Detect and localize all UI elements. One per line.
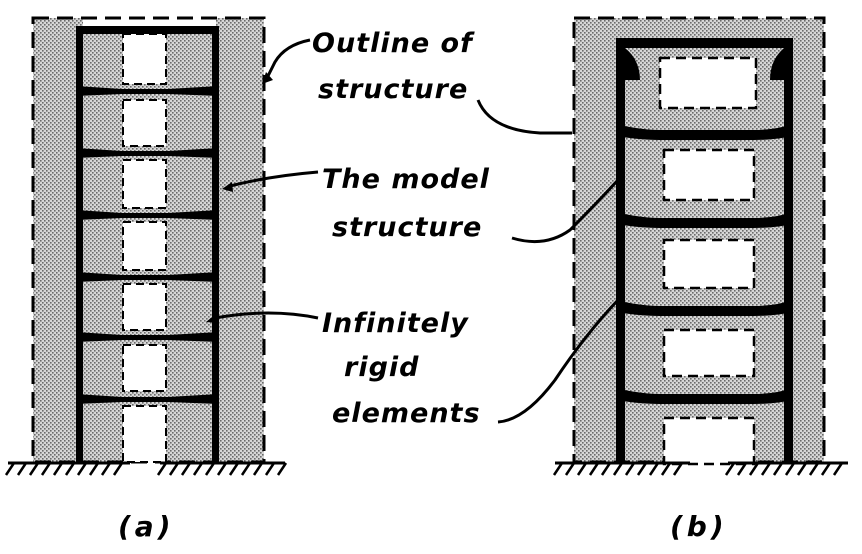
figure-b-model-beam [616, 300, 793, 316]
figure-b-ground-left [552, 461, 690, 476]
figure-a-model-beam [76, 26, 219, 34]
figure-b-opening [662, 238, 756, 290]
figure-b-model-beam [616, 38, 793, 48]
figure-a-outline [31, 16, 266, 464]
figure-b-model-beam [616, 124, 793, 140]
figure-a-opening [122, 344, 167, 392]
figure-b-model-column-left [616, 38, 625, 462]
label-rigid-line1: Infinitely [322, 308, 469, 339]
arrowhead [206, 313, 219, 323]
arrowhead [262, 72, 273, 84]
figure-a-inner-right-column [168, 30, 216, 462]
figure-b-model-beam [616, 388, 793, 404]
figure-a-ground-left [4, 461, 130, 476]
figure-a-model-beams [76, 86, 219, 404]
figure-b-opening [658, 56, 758, 110]
figure-a-model-beam [76, 394, 219, 404]
figure-a-opening [122, 99, 167, 147]
label-model-line2: structure [332, 212, 482, 243]
label-outline-line2: structure [318, 74, 468, 105]
leader-outline-a [265, 38, 311, 79]
figure-a-right-wall [216, 18, 264, 462]
figure-a-opening [122, 283, 167, 331]
figure-a-opening [122, 405, 167, 463]
figure-b-opening [662, 328, 756, 378]
figure-b-model-beam [616, 212, 793, 228]
figure-a-ground-right [156, 461, 288, 476]
leader-lines [214, 38, 620, 424]
figure-a-opening [122, 221, 167, 271]
figure-b: (b) [552, 16, 848, 543]
figure-a-opening [122, 159, 167, 209]
figure-a-model-beam [76, 332, 219, 342]
label-rigid-line2: rigid [344, 352, 419, 383]
figure-a-model-column-right [212, 26, 219, 462]
figure-a-caption: (a) [118, 510, 175, 543]
figure-a-model-beam [76, 210, 219, 220]
label-rigid-line3: elements [332, 398, 481, 429]
leader-model-b [511, 178, 620, 244]
figure-b-openings [658, 56, 758, 466]
leader-rigid-a [214, 311, 319, 320]
figure-a-model-beam [76, 148, 219, 158]
figure-b-rigid-joint [770, 48, 784, 80]
label-outline-line1: Outline of [312, 28, 475, 59]
figure-a-inner-left-column [83, 30, 121, 462]
arrowhead [222, 182, 233, 192]
figure-a-model-beam [76, 86, 219, 96]
leader-rigid-b [497, 298, 620, 424]
figure-b-rigid-joint [625, 48, 640, 80]
figure-b-opening [662, 148, 756, 202]
figure-a-left-wall [33, 18, 83, 462]
figure-b-model-beams [616, 124, 793, 404]
label-model-line1: The model [322, 164, 490, 195]
figure-a-model-column-left [76, 26, 83, 462]
figure-b-model-column-right [784, 38, 793, 462]
leader-outline-b [476, 99, 572, 135]
figure-b-opening [662, 416, 756, 466]
figure-a-openings [122, 33, 167, 463]
leader-model-a [229, 170, 319, 188]
figure-a-opening [122, 33, 167, 85]
figure-b-ground-right [724, 461, 848, 476]
figure-b-caption: (b) [670, 510, 728, 543]
figure-a: (a) [4, 16, 288, 543]
figure-a-model-beam [76, 272, 219, 282]
